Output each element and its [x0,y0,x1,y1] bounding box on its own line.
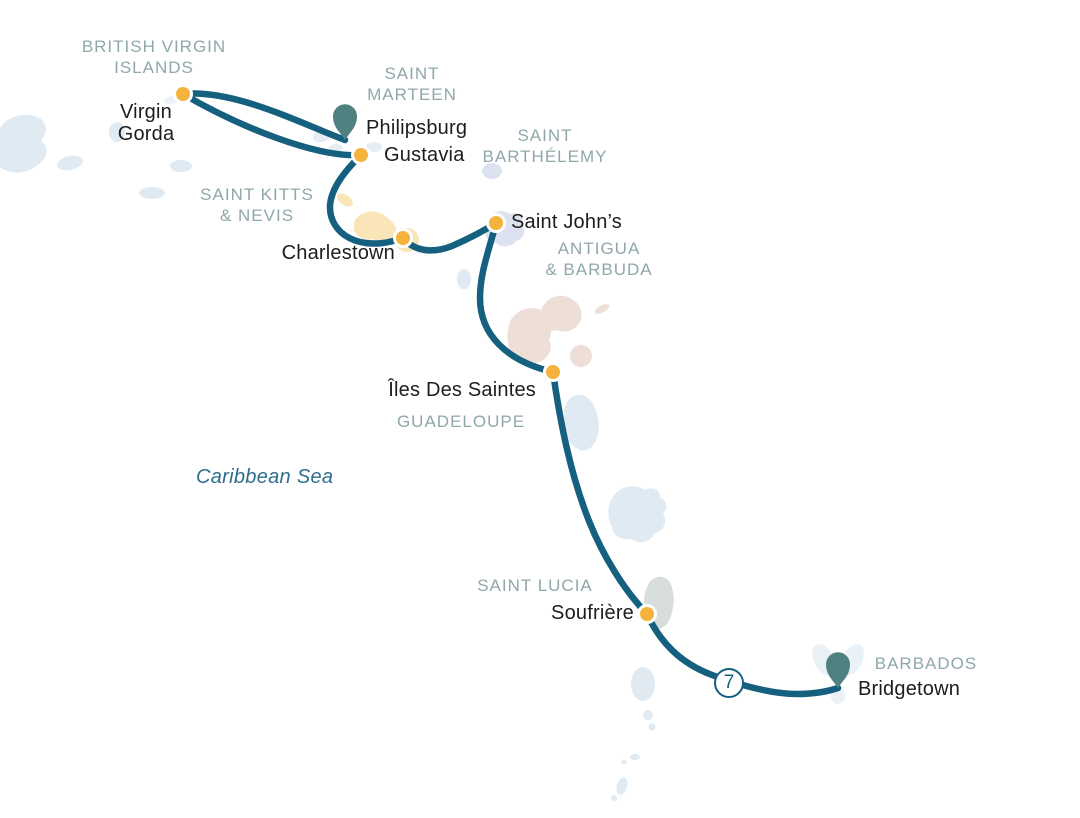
port-label-charlestown: Charlestown [281,242,395,264]
port-label-saint-johns: Saint John’s [511,211,622,233]
route-leg-iles-des-saintes-soufriere [549,368,651,618]
map-pin-icon [333,104,357,141]
island-saint-eustatius [337,193,353,207]
port-label-soufriere: Soufrière [551,602,634,624]
island-grenadine [611,795,617,801]
port-dot-soufriere[interactable] [637,604,657,624]
region-label-saint-marteen: SAINT MARTEEN [367,64,457,104]
islands-layer [0,95,864,801]
port-dot-virgin-gorda[interactable] [173,84,193,104]
island-montserrat [457,269,471,289]
route-path [179,90,842,698]
map-pin-icon [826,652,850,689]
island-saint-barthelemy [482,163,502,179]
island-grenadine [643,710,653,720]
region-label-saint-barthelemy: SAINT BARTHÉLEMY [482,126,608,166]
island-saint-vincent [631,667,655,701]
region-label-antigua-barbuda: ANTIGUA & BARBUDA [545,239,653,279]
island-shape [57,155,83,171]
island-grenadine [648,723,656,731]
route-leg-gustavia-charlestown [326,151,407,247]
island-shape [139,187,165,199]
port-label-virgin-gorda: Virgin Gorda [117,101,175,145]
start-port-pin-philipsburg[interactable] [330,103,360,141]
island-shape [170,160,192,172]
port-dot-iles-des-saintes[interactable] [543,362,563,382]
sea-label: Caribbean Sea [196,466,334,488]
route-leg-soufriere-bridgetown [643,610,842,698]
route-leg-virgin-gorda-gustavia [179,90,365,159]
island-marie-galante [570,345,592,367]
port-dot-saint-johns[interactable] [486,213,506,233]
island-guadeloupe-west [507,308,552,365]
island-grenadine [630,754,640,760]
region-label-british-virgin-islands: BRITISH VIRGIN ISLANDS [81,37,227,77]
port-label-iles-des-saintes: Îles Des Saintes [388,379,536,401]
nights-badge-value: 7 [723,672,735,693]
region-label-saint-lucia: SAINT LUCIA [477,576,593,595]
island-dominica [563,394,599,451]
region-label-barbados: BARBADOS [874,654,978,673]
port-label-philipsburg: Philipsburg [366,117,468,139]
island-grenadine [621,759,627,765]
region-label-saint-kitts-nevis: SAINT KITTS & NEVIS [200,185,314,225]
island-grenadine [616,777,628,795]
port-label-bridgetown: Bridgetown [858,678,961,700]
island-shape [366,142,382,152]
island-martinique [608,486,667,543]
port-label-gustavia: Gustavia [384,144,465,166]
region-label-guadeloupe: GUADELOUPE [396,412,526,431]
island-puerto-rico [0,114,47,173]
route-leg-charlestown-saint-johns [399,219,500,254]
route-leg-philipsburg-virgin-gorda [179,90,349,144]
end-port-pin-bridgetown[interactable] [823,651,853,689]
nights-badge: 7 [714,668,744,698]
port-dot-charlestown[interactable] [393,228,413,248]
island-la-desirade [594,304,610,314]
route-leg-saint-johns-iles-des-saintes [476,219,557,376]
island-guadeloupe-east [541,295,582,332]
island-saint-kitts [354,211,397,243]
island-shape [109,122,125,142]
port-dot-gustavia[interactable] [351,145,371,165]
